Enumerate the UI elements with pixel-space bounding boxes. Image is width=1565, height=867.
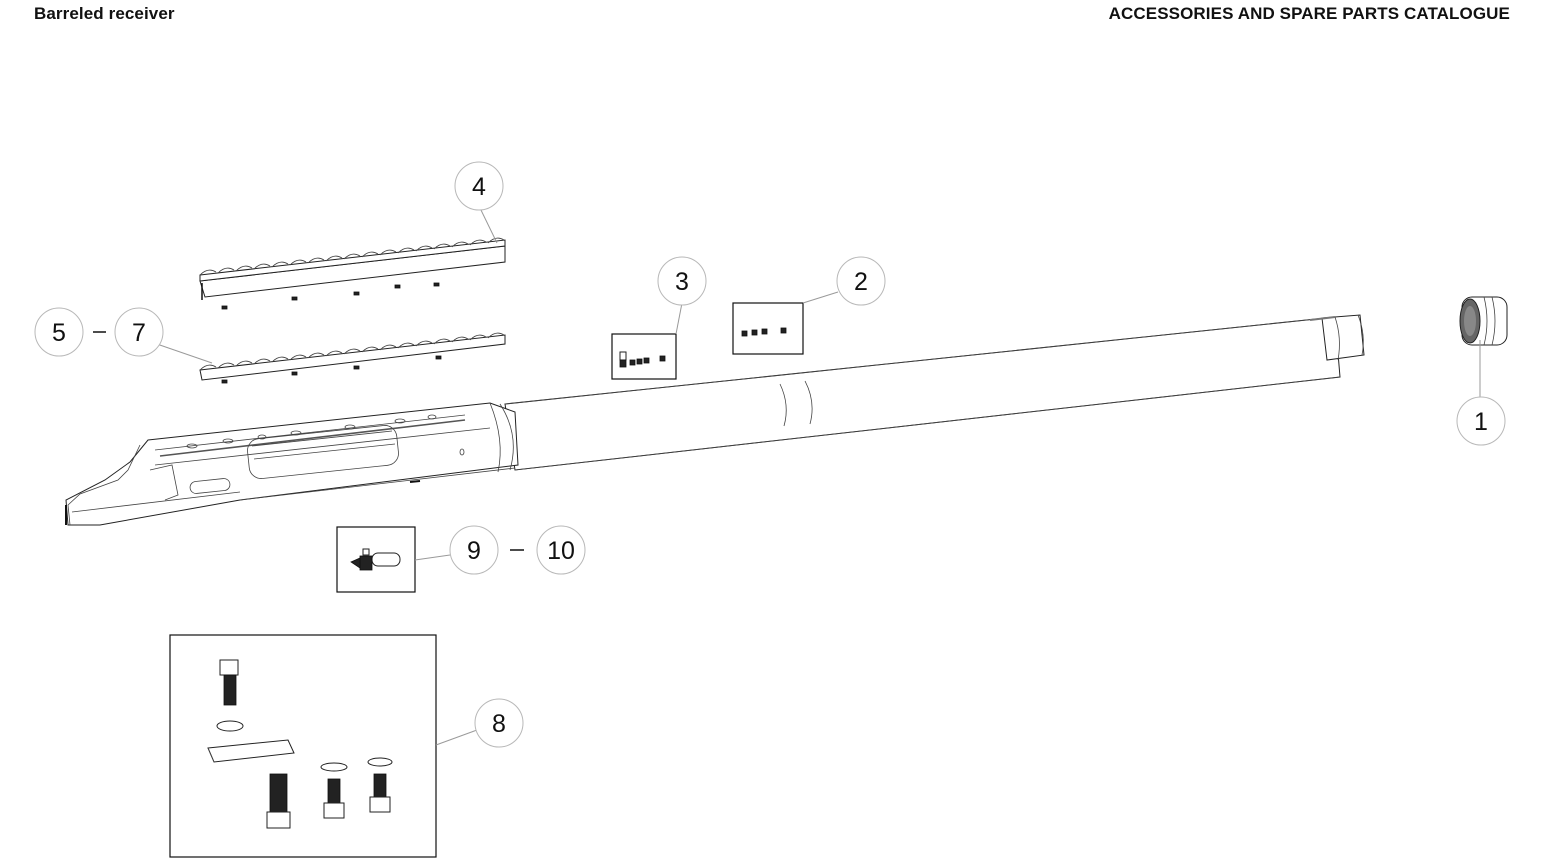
muzzle-thread-protector — [1459, 296, 1508, 346]
leader-lines — [93, 207, 1481, 746]
svg-text:2: 2 — [854, 268, 868, 296]
mounting-hardware-kit — [169, 634, 437, 858]
callout-5: 5 — [34, 307, 84, 357]
svg-text:10: 10 — [547, 537, 575, 565]
svg-text:3: 3 — [675, 268, 689, 296]
catalogue-title: ACCESSORIES AND SPARE PARTS CATALOGUE — [1108, 4, 1510, 23]
bolt-release-box — [336, 526, 416, 593]
callout-8: 8 — [474, 698, 524, 748]
callout-9: 9 — [449, 525, 499, 575]
svg-text:8: 8 — [492, 710, 506, 738]
callout-4: 4 — [454, 161, 504, 211]
svg-text:7: 7 — [132, 319, 146, 347]
svg-text:9: 9 — [467, 537, 481, 565]
upper-picatinny-rail — [199, 237, 506, 310]
callout-2: 2 — [836, 256, 886, 306]
svg-text:5: 5 — [52, 319, 66, 347]
callout-1: 1 — [1456, 396, 1506, 446]
callout-7: 7 — [114, 307, 164, 357]
section-title: Barreled receiver — [34, 4, 175, 23]
lower-picatinny-rail — [199, 332, 506, 384]
svg-text:4: 4 — [472, 173, 486, 201]
rail-teeth-upper — [199, 237, 505, 276]
barrel — [504, 314, 1365, 471]
callout-3: 3 — [657, 256, 707, 306]
svg-text:1: 1 — [1474, 408, 1488, 436]
screw-set-box — [611, 333, 677, 380]
receiver — [65, 402, 519, 526]
set-screws-box — [732, 302, 804, 355]
callout-10: 10 — [536, 525, 586, 575]
